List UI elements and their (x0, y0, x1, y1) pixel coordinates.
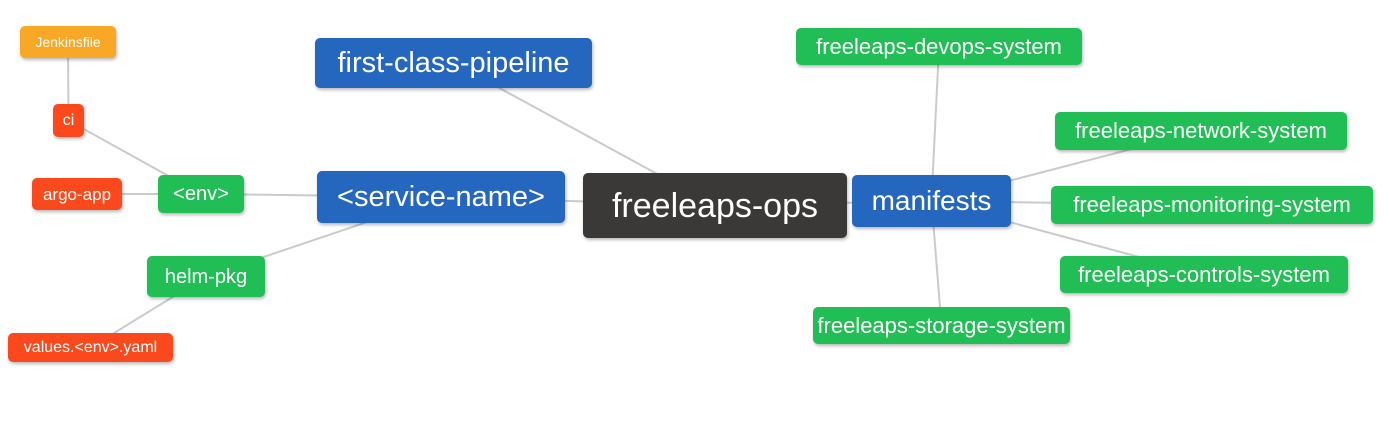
node-storage-system[interactable]: freeleaps-storage-system (813, 307, 1070, 344)
node-freeleaps-ops[interactable]: freeleaps-ops (583, 173, 847, 238)
node-ci[interactable]: ci (53, 104, 84, 137)
node-jenkinsfile[interactable]: Jenkinsfile (20, 26, 116, 58)
node-monitoring-system[interactable]: freeleaps-monitoring-system (1051, 186, 1373, 224)
node-argo-app[interactable]: argo-app (32, 178, 122, 210)
node-manifests[interactable]: manifests (852, 175, 1011, 227)
node-service-name[interactable]: <service-name> (317, 171, 565, 223)
node-devops-system[interactable]: freeleaps-devops-system (796, 28, 1082, 65)
node-env[interactable]: <env> (158, 175, 244, 213)
node-values-env-yaml[interactable]: values.<env>.yaml (8, 333, 173, 362)
node-first-class-pipeline[interactable]: first-class-pipeline (315, 38, 592, 88)
node-network-system[interactable]: freeleaps-network-system (1055, 112, 1347, 150)
node-helm-pkg[interactable]: helm-pkg (147, 256, 265, 297)
node-controls-system[interactable]: freeleaps-controls-system (1060, 256, 1348, 293)
